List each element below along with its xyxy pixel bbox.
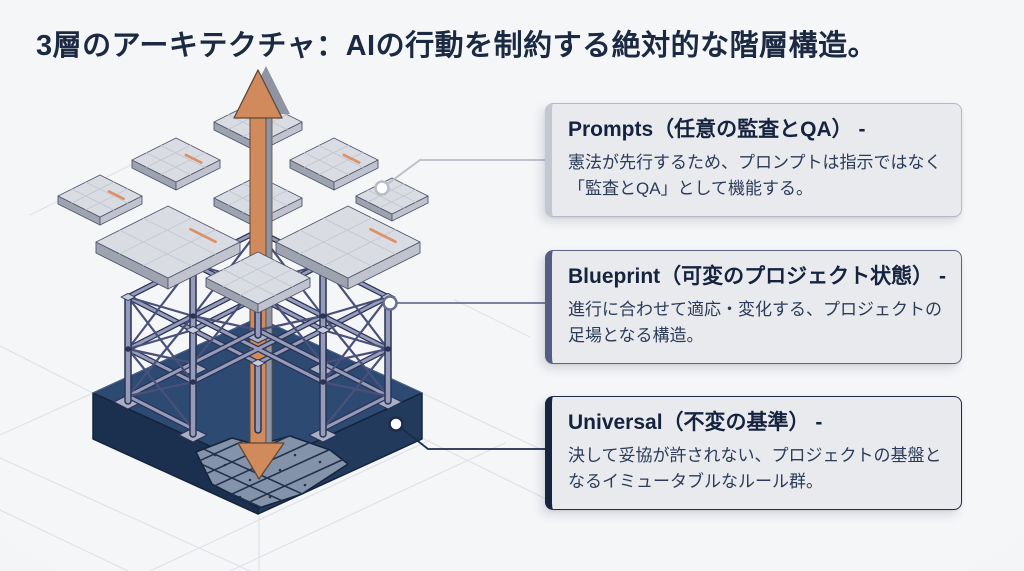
connector-universal xyxy=(395,423,545,450)
floating-plate-front xyxy=(205,251,311,314)
callout-prompts: Prompts（任意の監査とQA） - 憲法が先行するため、プロンプトは指示では… xyxy=(545,103,962,218)
callout-universal-body: 決して妥協が許されない、プロジェクトの基盤となるイミュータブルなルール群。 xyxy=(568,446,942,491)
connector-lines xyxy=(374,159,545,450)
connector-prompts xyxy=(381,159,545,189)
page-title: 3層のアーキテクチャ：AIの行動を制約する絶対的な階層構造。 xyxy=(36,30,878,62)
vertical-arrow-upper xyxy=(233,66,290,261)
callout-universal-title: Universal（不変の基準） - xyxy=(568,411,823,434)
callout-blueprint-body: 進行に合わせて適応・変化する、プロジェクトの足場となる構造。 xyxy=(568,300,942,345)
callout-prompts-body: 憲法が先行するため、プロンプトは指示ではなく「監査とQA」として機能する。 xyxy=(568,153,942,198)
callout-prompts-title: Prompts（任意の監査とQA） - xyxy=(568,118,866,141)
blueprint-guide-lines xyxy=(0,147,549,571)
callout-blueprint: Blueprint（可変のプロジェクト状態） - 進行に合わせて適応・変化する、… xyxy=(545,250,962,365)
callout-blueprint-title: Blueprint（可変のプロジェクト状態） - xyxy=(568,265,946,288)
callout-universal: Universal（不変の基準） - 決して妥協が許されない、プロジェクトの基盤… xyxy=(545,396,962,511)
